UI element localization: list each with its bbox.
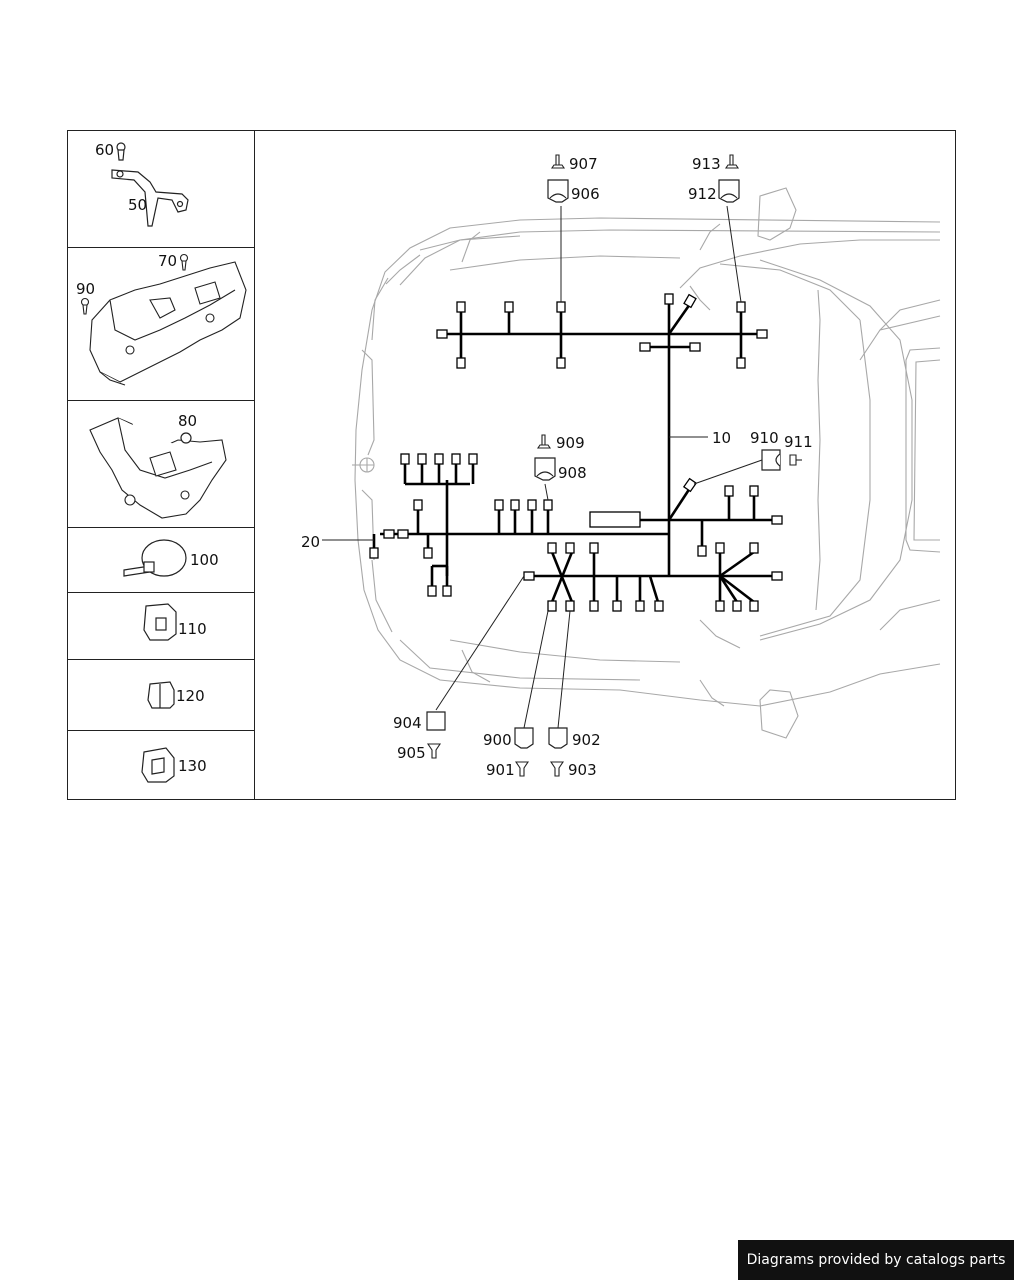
cell-divider: [67, 400, 255, 401]
callout-20: 20: [301, 533, 320, 551]
callout-907: 907: [569, 155, 598, 173]
callout-905: 905: [397, 744, 426, 762]
leader-lines: [322, 205, 763, 729]
cell-divider: [67, 730, 255, 731]
footer-credit: Diagrams provided by catalogs parts: [738, 1240, 1014, 1280]
cell-divider: [67, 527, 255, 528]
callout-903: 903: [568, 761, 597, 779]
terminal-icon: [536, 154, 740, 449]
part-label-90: 90: [76, 280, 95, 298]
clip-icon: [141, 747, 175, 783]
nut-icon: [180, 432, 192, 444]
part-label-110: 110: [178, 620, 207, 638]
callout-908: 908: [558, 464, 587, 482]
part-label-80: 80: [178, 412, 197, 430]
vehicle-outline: [352, 187, 941, 739]
callout-910: 910: [750, 429, 779, 447]
cell-divider: [67, 247, 255, 248]
callout-909: 909: [556, 434, 585, 452]
part-label-100: 100: [190, 551, 219, 569]
column-divider: [254, 130, 255, 800]
callout-906: 906: [571, 185, 600, 203]
part-label-130: 130: [178, 757, 207, 775]
callout-10: 10: [712, 429, 731, 447]
wiring-harness-main: [372, 303, 776, 604]
part-cell-mount: [89, 417, 227, 519]
part-cell-housing: [89, 261, 247, 386]
screw-icon: [116, 142, 126, 161]
callout-911: 911: [784, 433, 813, 451]
callout-900: 900: [483, 731, 512, 749]
connector-housing-icon: [426, 179, 781, 749]
screw-icon: [80, 253, 189, 315]
callout-902: 902: [572, 731, 601, 749]
cell-divider: [67, 659, 255, 660]
callout-913: 913: [692, 155, 721, 173]
part-label-50: 50: [128, 196, 147, 214]
clip-icon: [147, 681, 175, 709]
harness-connectors: [369, 293, 783, 612]
clip-icon: [143, 603, 177, 641]
part-cell-bracket: [111, 169, 189, 227]
part-label-70: 70: [158, 252, 177, 270]
part-label-120: 120: [176, 687, 205, 705]
callout-904: 904: [393, 714, 422, 732]
terminal-pin-icon: [426, 454, 802, 777]
callout-901: 901: [486, 761, 515, 779]
cell-divider: [67, 592, 255, 593]
part-label-60: 60: [95, 141, 114, 159]
diagram-frame: [67, 130, 956, 800]
callout-912: 912: [688, 185, 717, 203]
cable-tie-icon: [123, 539, 187, 577]
